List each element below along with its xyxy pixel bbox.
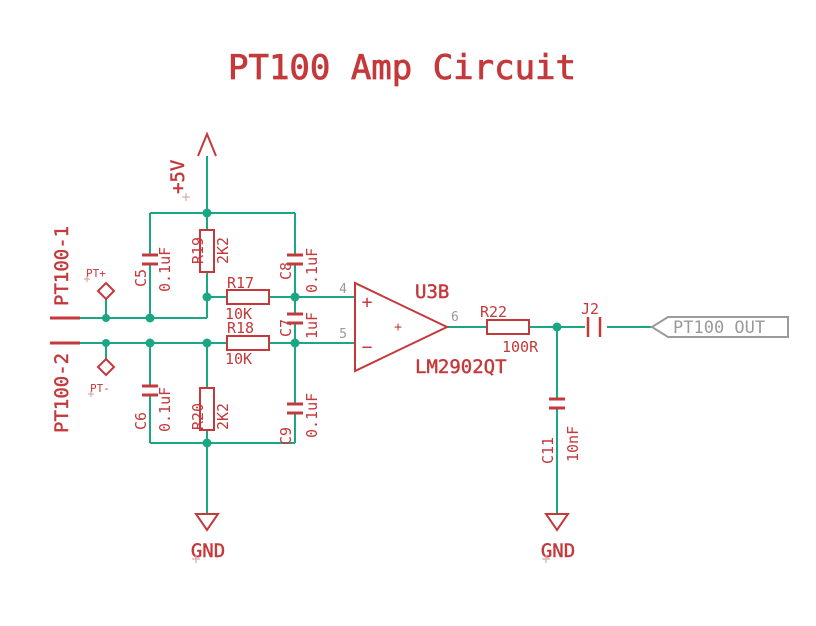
text-origin-marker	[192, 555, 200, 563]
gnd-triangle-icon	[194, 513, 220, 532]
vcc-label: +5V	[167, 160, 189, 194]
connector-pin-pt100-1[interactable]: PT100-1	[50, 226, 80, 320]
testpoint-diamond-icon	[96, 357, 116, 377]
part-value: 0.1uF	[156, 387, 174, 432]
testpoint-label: PT+	[86, 267, 106, 280]
part-value: 0.1uF	[156, 247, 174, 292]
pin-number-output: 6	[451, 310, 459, 325]
resistor-r18[interactable]: R18 10K	[225, 319, 270, 368]
capacitor-c11[interactable]: C11 10nF	[539, 397, 582, 464]
part-value: 1uF	[303, 312, 321, 339]
testpoint-diamond-icon	[96, 281, 116, 301]
resistor-body	[486, 319, 530, 335]
resistor-body	[226, 289, 270, 305]
resistor-body	[226, 335, 270, 351]
opamp-triangle	[354, 281, 450, 373]
supply-gnd-right[interactable]: GND	[541, 513, 575, 563]
junction-dot	[102, 314, 110, 322]
net-flag-output[interactable]: PT100_OUT	[650, 316, 789, 338]
connector-pin-pt100-2[interactable]: PT100-2	[50, 341, 80, 433]
part-value: 100R	[502, 338, 539, 356]
part-value: 10K	[225, 350, 252, 368]
part-value: 0.1uF	[303, 393, 321, 438]
part-name: R17	[227, 274, 254, 292]
part-name: C11	[539, 437, 557, 464]
junction-dot	[202, 338, 212, 348]
pin-label: PT100-1	[51, 226, 73, 306]
testpoint-top[interactable]: PT+	[84, 267, 116, 301]
capacitor-c7[interactable]: C7 1uF	[277, 312, 321, 339]
part-name: R18	[227, 319, 254, 337]
supply-gnd-left[interactable]: GND	[191, 513, 225, 563]
part-name: J2	[581, 300, 599, 318]
resistor-body	[199, 229, 215, 273]
resistor-r19[interactable]: R19 2K2	[189, 229, 232, 273]
capacitor-c9[interactable]: C9 0.1uF	[277, 393, 321, 445]
junction-dot	[290, 338, 300, 348]
capacitor-c8[interactable]: C8 0.1uF	[277, 248, 321, 293]
junction-dot	[145, 338, 155, 348]
net-flag-label: PT100_OUT	[673, 318, 765, 338]
part-name: R20	[189, 403, 207, 430]
junction-dot	[202, 208, 212, 218]
text-origin-marker	[88, 391, 94, 397]
part-name: R19	[189, 237, 207, 264]
pin-label: PT100-2	[51, 353, 73, 433]
gnd-label: GND	[541, 540, 575, 562]
net-flag-shape	[650, 316, 789, 338]
text-origin-marker	[84, 276, 90, 282]
junction-dot	[145, 313, 155, 323]
resistor-r17[interactable]: R17 10K	[225, 274, 270, 323]
vcc-arrow-icon	[197, 131, 217, 157]
supply-vcc[interactable]: +5V	[167, 131, 217, 201]
part-name: R22	[480, 303, 507, 321]
junction-dot	[202, 438, 212, 448]
resistor-r22[interactable]: R22 100R	[480, 303, 539, 356]
part-name: C9	[277, 427, 295, 445]
pin-number-noninverting: 4	[339, 282, 347, 297]
resistor-body	[199, 387, 215, 431]
resistor-r20[interactable]: R20 2K2	[189, 387, 232, 431]
part-value: 0.1uF	[303, 248, 321, 293]
pin-number-inverting: 5	[339, 327, 347, 342]
schematic-title: PT100 Amp Circuit	[228, 48, 576, 88]
part-name: U3B	[415, 281, 449, 303]
junction-dot	[552, 322, 562, 332]
junction-dot	[102, 339, 110, 347]
gnd-label: GND	[191, 540, 225, 562]
junction-dot	[290, 292, 300, 302]
part-name: C6	[132, 412, 150, 430]
opamp-center-plus-sign: +	[394, 320, 402, 335]
gnd-triangle-icon	[544, 513, 570, 532]
part-value: 2K2	[214, 403, 232, 430]
part-name: C8	[277, 262, 295, 280]
testpoint-label: PT-	[90, 382, 110, 395]
capacitor-c6[interactable]: C6 0.1uF	[132, 384, 174, 432]
capacitor-c5[interactable]: C5 0.1uF	[132, 247, 174, 292]
testpoint-bottom[interactable]: PT-	[88, 357, 116, 397]
jumper-j2[interactable]: J2	[581, 300, 602, 337]
text-origin-marker	[542, 555, 550, 563]
part-name: C5	[132, 269, 150, 287]
text-origin-marker	[182, 193, 190, 201]
part-value: 10K	[225, 305, 252, 323]
opamp-plus-input-sign: +	[362, 292, 373, 313]
part-name: C7	[277, 319, 295, 337]
part-value: 10nF	[564, 426, 582, 462]
junction-dots	[102, 208, 562, 448]
part-value: LM2902QT	[415, 356, 507, 378]
part-value: 2K2	[214, 237, 232, 264]
opamp-u3b[interactable]: + − + 4 5 6 U3B LM2902QT	[339, 281, 507, 378]
opamp-minus-input-sign: −	[362, 337, 373, 358]
junction-dot	[202, 292, 212, 302]
